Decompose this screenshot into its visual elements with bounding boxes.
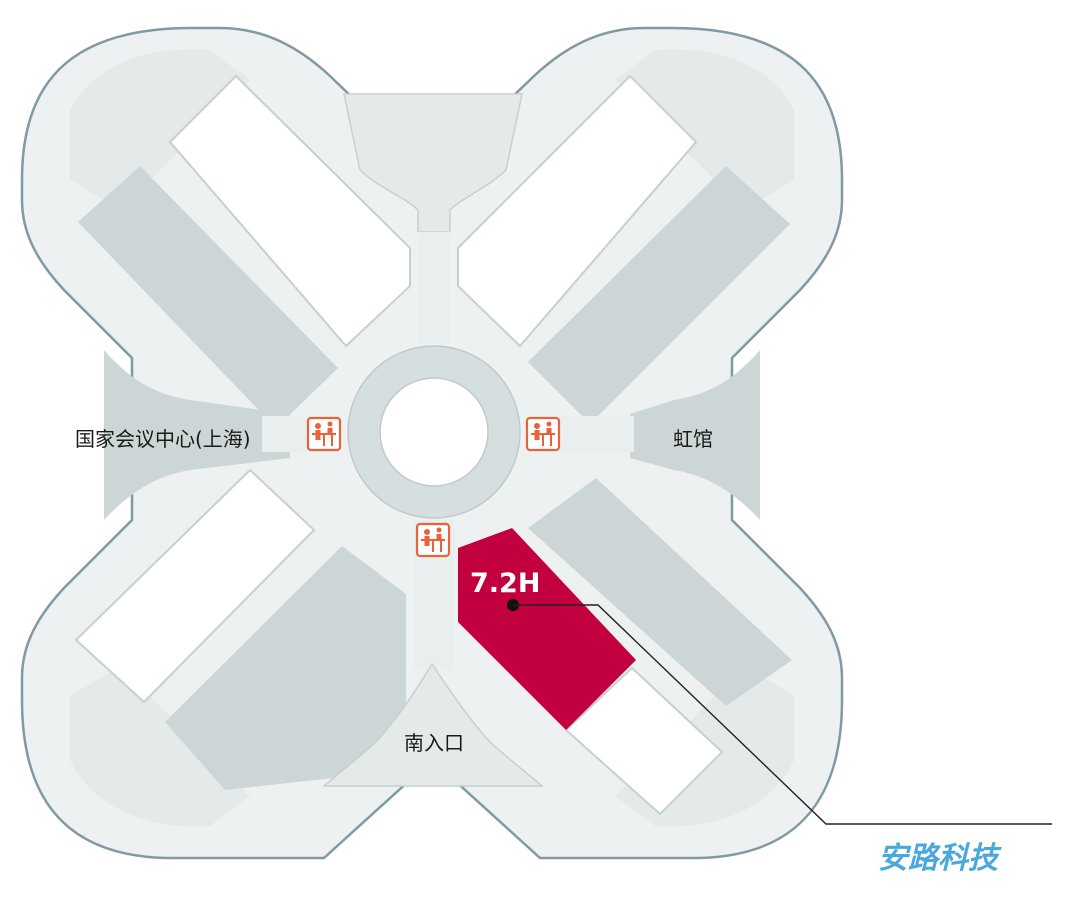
east-wedge: [630, 350, 760, 520]
corner-sw-floor: [70, 666, 250, 827]
south-entrance-label: 南入口: [404, 731, 464, 755]
exhibitor-leader-line: [513, 604, 1052, 825]
south-plaza: [322, 662, 544, 787]
hall-7-2h-label: 7.2H: [470, 568, 540, 599]
service-desk-icon[interactable]: [415, 522, 451, 558]
hall-7-2h-highlight[interactable]: [458, 528, 636, 730]
hall-se-slab: [528, 478, 792, 706]
hall-ne-panel: [457, 74, 698, 348]
hall-nw-slab: [78, 166, 338, 428]
corner-ne-floor: [615, 49, 794, 211]
hall-sw-slab: [165, 546, 406, 790]
central-plaza-core: [379, 377, 489, 487]
corner-nw-floor: [70, 49, 250, 211]
west-wedge: [104, 350, 290, 520]
hall-sw-panel: [74, 468, 316, 704]
service-desk-icon[interactable]: [306, 416, 342, 452]
hall-ne-slab: [528, 166, 790, 424]
service-desk-icon[interactable]: [525, 416, 561, 452]
north-corridor: [418, 232, 450, 344]
west-entrance-label: 国家会议中心(上海): [75, 427, 251, 451]
east-corridor: [560, 416, 634, 452]
east-entrance-label: 虹馆: [673, 427, 713, 451]
exhibitor-name: 安路科技: [878, 841, 1002, 876]
hall-se-panel: [564, 666, 724, 816]
hall-nw-panel: [168, 74, 411, 348]
